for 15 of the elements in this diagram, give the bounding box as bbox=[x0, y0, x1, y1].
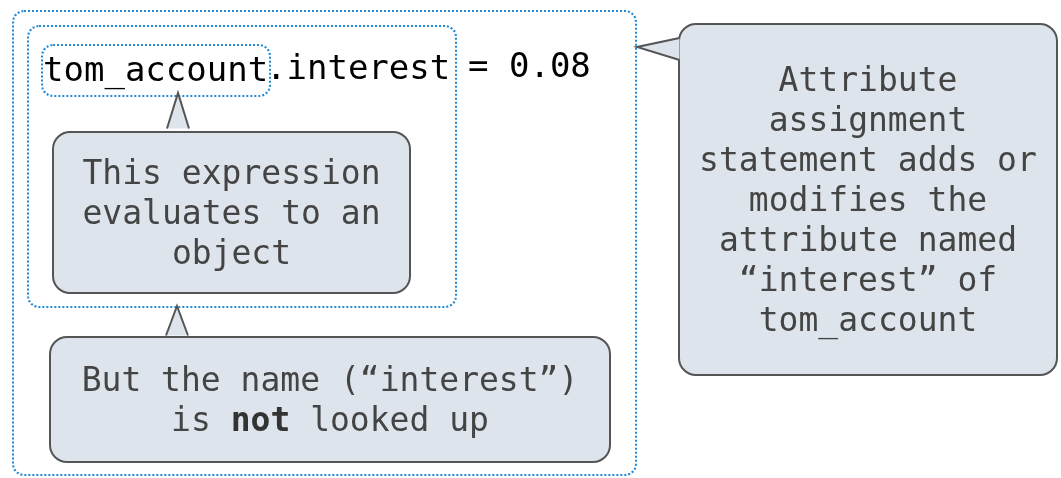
code-text: .interest bbox=[266, 47, 451, 88]
callout-text: This expression evaluates to an object bbox=[81, 152, 382, 273]
callout-pointer bbox=[165, 303, 189, 337]
dotted-frame bbox=[12, 10, 637, 476]
callout-bubble bbox=[52, 131, 411, 294]
dotted-frame bbox=[41, 44, 271, 97]
callout-bubble bbox=[678, 23, 1058, 376]
dotted-frame bbox=[27, 25, 457, 308]
callout-text: Attribute assignment statement adds or modifies the attribute named “interest” of tom_account bbox=[698, 59, 1038, 340]
code-text: = 0.08 bbox=[468, 45, 591, 86]
callout-text: But the name (“interest”) is not looked up bbox=[80, 359, 580, 440]
callout-pointer bbox=[166, 89, 190, 130]
callout-bubble bbox=[49, 336, 611, 463]
code-text: tom_account bbox=[43, 49, 269, 90]
callout-pointer bbox=[633, 37, 681, 61]
